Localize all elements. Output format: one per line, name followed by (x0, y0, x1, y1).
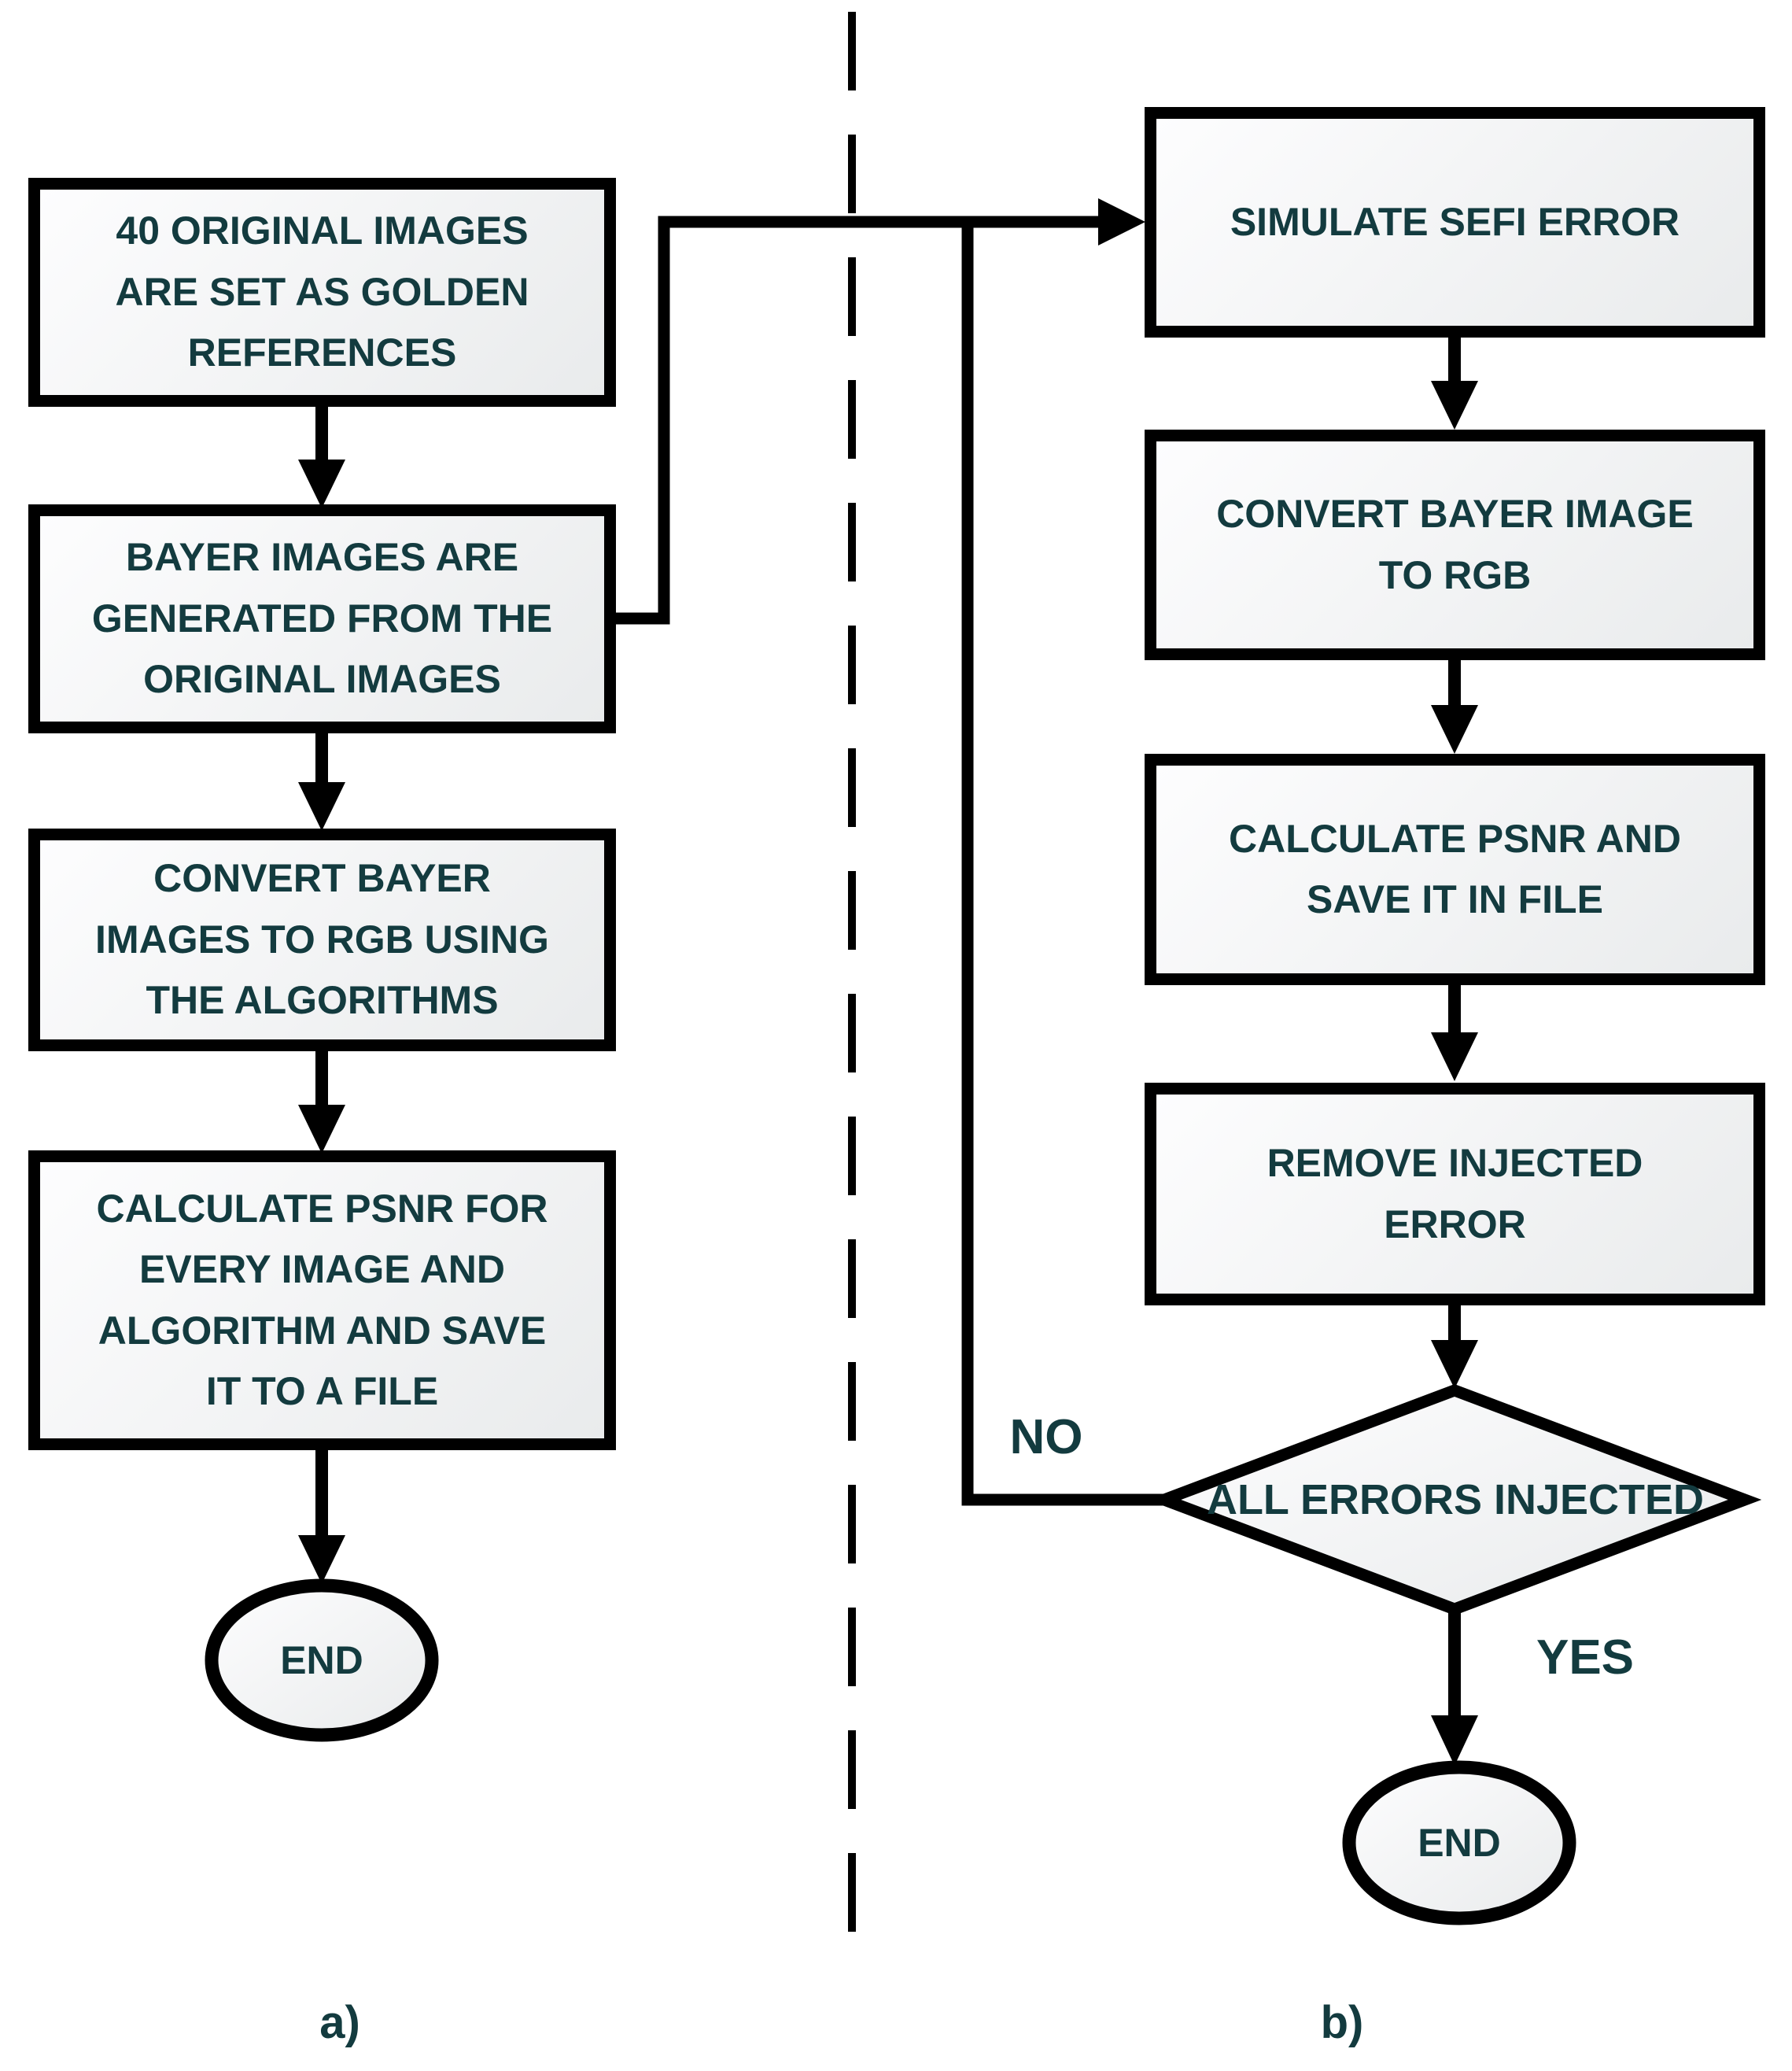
arrowhead-b4-decision (1431, 1340, 1478, 1389)
branch-no-label: NO (1009, 1409, 1083, 1464)
caption-panel-b: b) (1320, 1996, 1364, 2048)
arrowhead-b1-b2 (1431, 381, 1478, 430)
terminator-ellipse-b (1342, 1760, 1576, 1925)
process-box-calculate-psnr-file: CALCULATE PSNR FOR EVERY IMAGE AND ALGOR… (28, 1150, 616, 1450)
branch-yes-label: YES (1536, 1630, 1635, 1685)
process-box-calculate-psnr-file-label: CALCULATE PSNR FOR EVERY IMAGE AND ALGOR… (96, 1186, 548, 1414)
process-box-convert-bayer-algorithms: CONVERT BAYER IMAGES TO RGB USING THE AL… (28, 829, 616, 1051)
process-box-calculate-psnr-save: CALCULATE PSNR AND SAVE IT IN FILE (1145, 754, 1765, 985)
process-box-generate-bayer-label: BAYER IMAGES ARE GENERATED FROM THE ORIG… (91, 535, 553, 702)
process-box-remove-error-label: REMOVE INJECTED ERROR (1267, 1141, 1643, 1246)
arrowhead-b2-b3 (1431, 705, 1478, 754)
arrowhead-a2-a3 (298, 782, 345, 831)
terminator-ellipse-a (205, 1578, 439, 1742)
decision-diamond-label: ALL ERRORS INJECTED (1206, 1476, 1705, 1523)
arrowhead-a1-a2 (298, 460, 345, 508)
process-box-simulate-sefi-label: SIMULATE SEFI ERROR (1230, 199, 1680, 244)
arrowhead-a4-end (298, 1535, 345, 1584)
process-box-golden-references: 40 ORIGINAL IMAGES ARE SET AS GOLDEN REF… (28, 178, 616, 407)
arrowhead-yes-end (1431, 1715, 1478, 1766)
arrowhead-a3-a4 (298, 1105, 345, 1154)
terminator-a-label: END (280, 1638, 363, 1682)
process-box-simulate-sefi: SIMULATE SEFI ERROR (1145, 107, 1765, 338)
process-box-convert-bayer-algorithms-label: CONVERT BAYER IMAGES TO RGB USING THE AL… (95, 856, 549, 1023)
process-box-calculate-psnr-save-label: CALCULATE PSNR AND SAVE IT IN FILE (1229, 816, 1681, 922)
connector-bayer-to-simulate (613, 216, 1100, 625)
process-box-golden-references-label: 40 ORIGINAL IMAGES ARE SET AS GOLDEN REF… (115, 209, 529, 375)
process-box-generate-bayer: BAYER IMAGES ARE GENERATED FROM THE ORIG… (28, 504, 616, 733)
process-box-remove-error: REMOVE INJECTED ERROR (1145, 1083, 1765, 1305)
caption-panel-a: a) (319, 1996, 360, 2048)
terminator-b-label: END (1418, 1821, 1501, 1865)
connector-no-loop (961, 222, 1169, 1506)
arrowhead-b3-b4 (1431, 1032, 1478, 1081)
process-box-convert-bayer-rgb: CONVERT BAYER IMAGE TO RGB (1145, 430, 1765, 660)
process-box-convert-bayer-rgb-label: CONVERT BAYER IMAGE TO RGB (1216, 492, 1694, 597)
arrowhead-into-simulate (1098, 198, 1145, 245)
